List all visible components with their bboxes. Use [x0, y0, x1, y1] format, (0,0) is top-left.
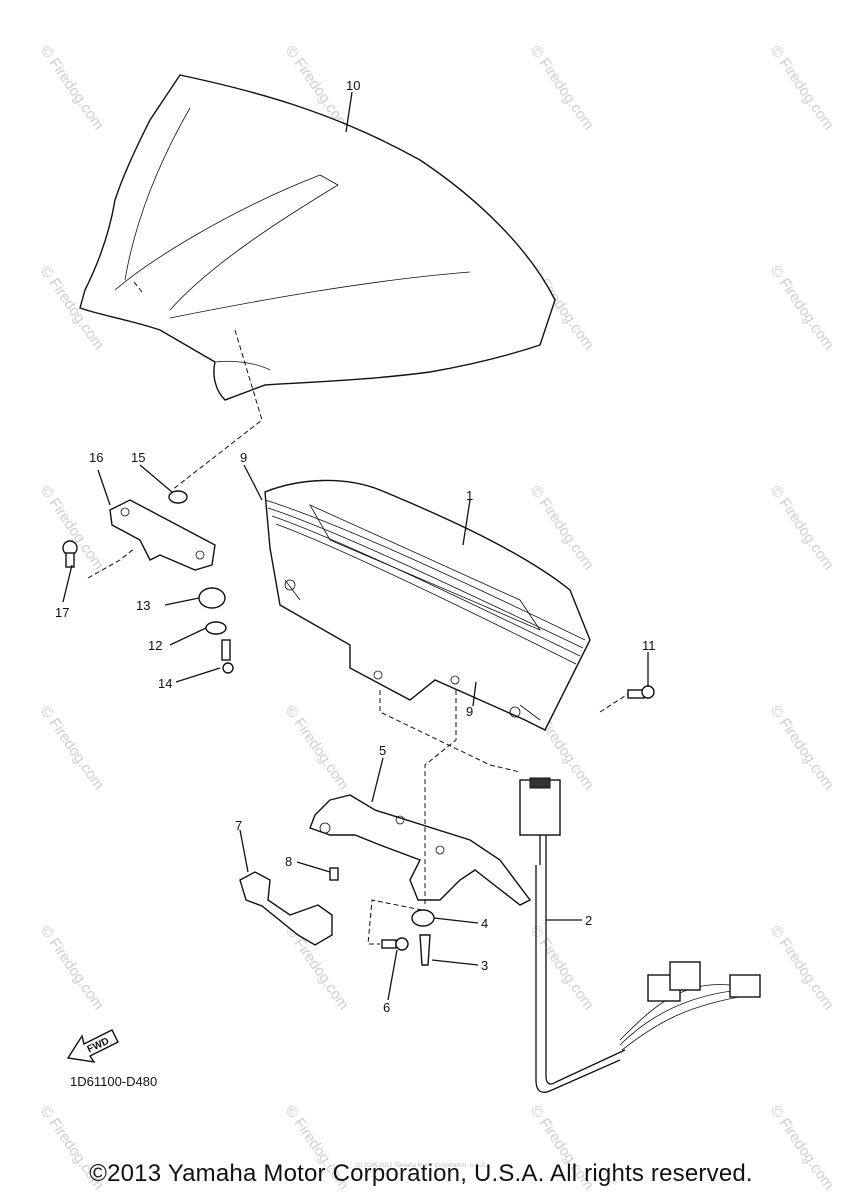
callout-4: 4 — [481, 916, 488, 931]
callout-11: 11 — [642, 638, 656, 653]
callout-6: 6 — [383, 1000, 390, 1015]
watermark-text: © Firedog.com — [767, 263, 837, 354]
callout-7: 7 — [235, 818, 242, 833]
callout-14: 14 — [158, 676, 172, 691]
part-bracket-5 — [309, 794, 532, 906]
fwd-arrow-icon: FWD — [66, 1029, 119, 1063]
callout-8: 8 — [285, 854, 292, 869]
watermark-text: © Firedog.com — [767, 43, 837, 134]
callout-16: 16 — [89, 450, 103, 465]
part-wire-harness — [519, 777, 761, 1093]
leader-lines — [62, 91, 649, 1001]
watermark-text: © Firedog.com — [527, 483, 597, 574]
part-sensor-7 — [239, 871, 333, 946]
copyright-notice: ©2013 Yamaha Motor Corporation, U.S.A. A… — [89, 1160, 753, 1187]
callout-15: 15 — [131, 450, 145, 465]
callout-17: 17 — [55, 605, 69, 620]
hardware-parts — [62, 490, 655, 966]
small-notice: (c) 2005-2013 Yamaha Motor Corporation, … — [355, 1163, 487, 1169]
watermark-text: © Firedog.com — [767, 703, 837, 794]
part-meter-assembly — [264, 479, 591, 731]
part-bracket-16 — [109, 499, 216, 571]
callout-2: 2 — [585, 913, 592, 928]
callout-1: 1 — [466, 488, 473, 503]
watermark-text: © Firedog.com — [37, 43, 107, 134]
watermark-text: © Firedog.com — [37, 703, 107, 794]
callout-12: 12 — [148, 638, 162, 653]
watermark-text: © Firedog.com — [767, 483, 837, 574]
watermark-text: © Firedog.com — [527, 923, 597, 1014]
watermark-text: © Firedog.com — [37, 923, 107, 1014]
callout-9-bottom: 9 — [466, 704, 473, 719]
callout-labels: 10 16 15 9 1 17 13 12 14 11 9 5 7 8 4 2 … — [55, 78, 656, 1015]
watermark-text: © Firedog.com — [527, 43, 597, 134]
callout-5: 5 — [379, 743, 386, 758]
watermark-text: © Firedog.com — [282, 703, 352, 794]
callout-3: 3 — [481, 958, 488, 973]
part-visor-cowl — [79, 74, 556, 401]
callout-10: 10 — [346, 78, 360, 93]
callout-13: 13 — [136, 598, 150, 613]
diagram-code: 1D61100-D480 — [70, 1074, 158, 1089]
callout-9-top: 9 — [240, 450, 247, 465]
watermark-text: © Firedog.com — [767, 923, 837, 1014]
